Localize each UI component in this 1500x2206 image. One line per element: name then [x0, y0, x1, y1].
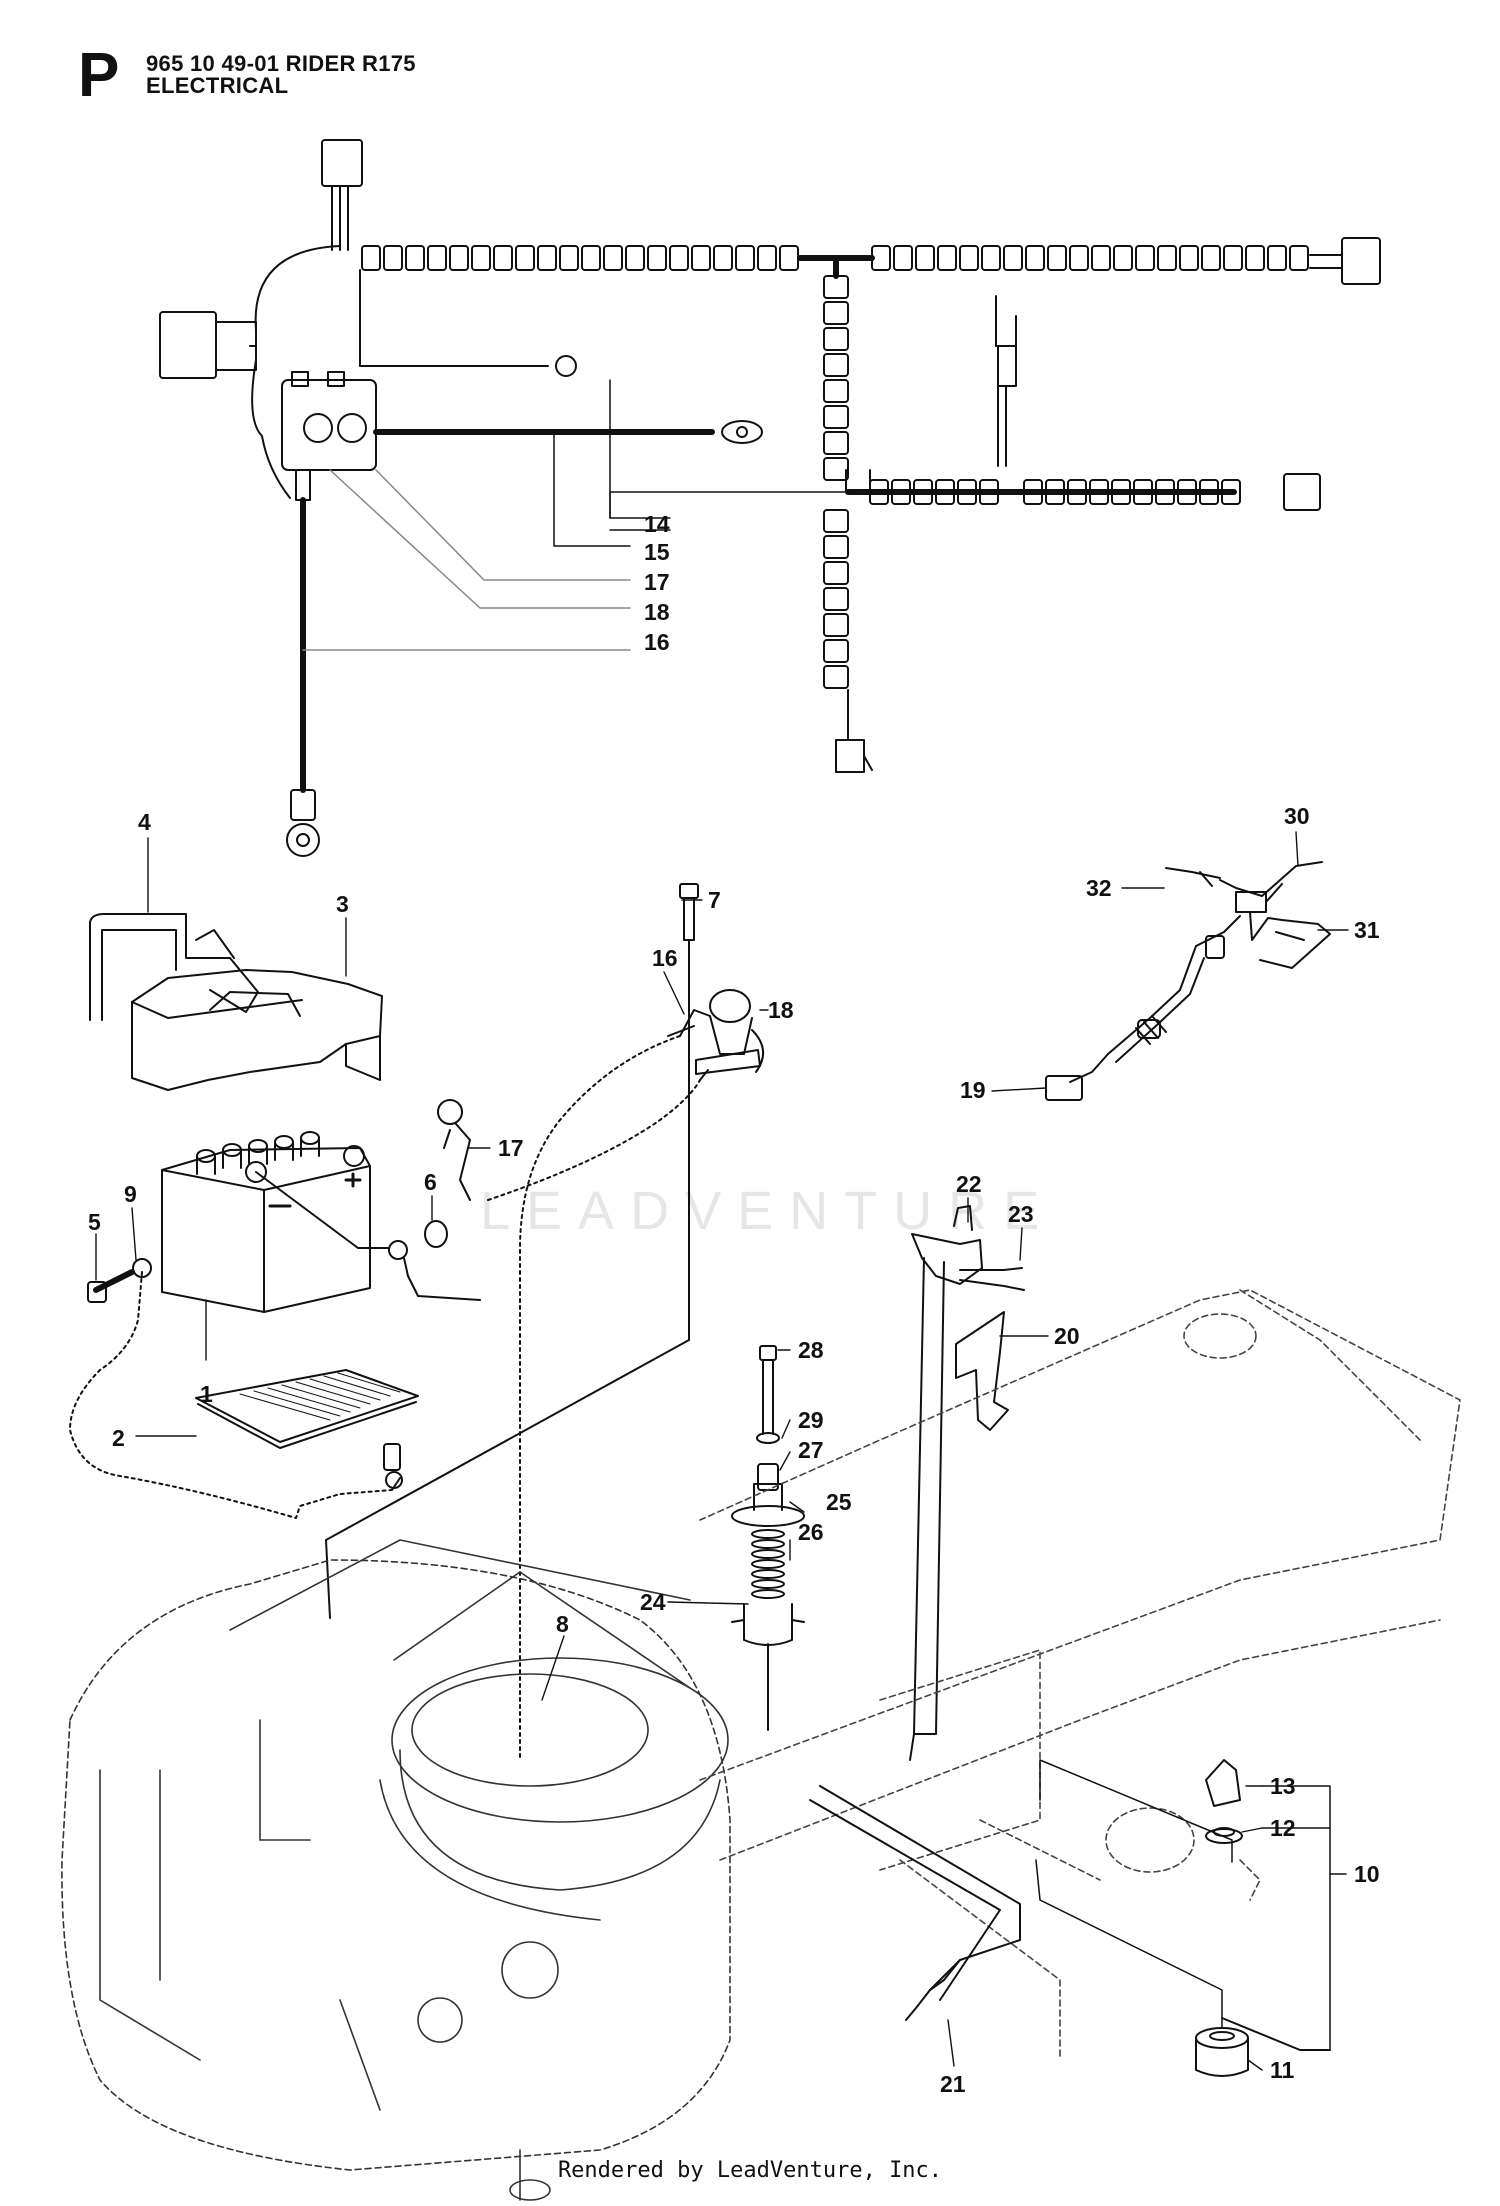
callout-13: 13 [1270, 1773, 1296, 1799]
callout-12: 12 [1270, 1815, 1296, 1841]
callout-28: 28 [798, 1337, 824, 1363]
callout-29: 29 [798, 1407, 824, 1433]
callout-2: 2 [112, 1425, 125, 1451]
callout-9: 9 [124, 1181, 137, 1207]
callout-16-top: 16 [644, 629, 670, 655]
callout-20: 20 [1054, 1323, 1080, 1349]
chassis-frame [699, 1289, 1461, 2061]
callout-8: 8 [556, 1611, 569, 1637]
callout-1: 1 [200, 1381, 213, 1407]
callout-25: 25 [826, 1489, 852, 1515]
bolt-7 [325, 883, 699, 1619]
callout-11: 11 [1270, 2057, 1295, 2083]
callout-19: 19 [960, 1077, 986, 1103]
callout-5: 5 [88, 1209, 101, 1235]
callout-6: 6 [424, 1169, 437, 1195]
callout-15: 15 [644, 539, 670, 565]
battery-assembly [69, 913, 709, 1761]
callout-17-top: 17 [644, 569, 670, 595]
callout-leaders [95, 831, 1349, 2071]
watermark: LEADVENTURE [480, 1181, 1056, 1241]
seat-switch [909, 1205, 1025, 1761]
callout-26: 26 [798, 1519, 824, 1545]
wiring-harness [159, 139, 1381, 857]
callout-16: 16 [652, 945, 678, 971]
callout-labels: 14 15 17 18 16 4 3 7 16 18 17 6 9 5 1 2 … [88, 511, 1380, 2097]
switch-assembly [1045, 861, 1331, 1101]
footer-credit: Rendered by LeadVenture, Inc. [557, 2158, 943, 2183]
callout-14: 14 [644, 511, 670, 537]
engine-outline [61, 1539, 731, 2201]
callout-23: 23 [1008, 1201, 1034, 1227]
model-line: 965 10 49-01 RIDER R175 [146, 51, 416, 76]
callout-30: 30 [1284, 803, 1310, 829]
callout-18: 18 [768, 997, 794, 1023]
callout-18-top: 18 [644, 599, 670, 625]
callout-7: 7 [708, 887, 721, 913]
callout-4: 4 [138, 809, 151, 835]
callout-10: 10 [1354, 1861, 1380, 1887]
actuator-stack [731, 1345, 805, 1731]
callout-31: 31 [1354, 917, 1380, 943]
section-title: ELECTRICAL [146, 73, 289, 98]
callout-32: 32 [1086, 875, 1112, 901]
callout-3: 3 [336, 891, 349, 917]
callout-27: 27 [798, 1437, 824, 1463]
callout-17: 17 [498, 1135, 524, 1161]
sensor-kit [809, 1759, 1347, 2077]
section-letter: P [78, 41, 120, 110]
callout-21: 21 [940, 2071, 966, 2097]
callout-24: 24 [640, 1589, 666, 1615]
callout-22: 22 [956, 1171, 982, 1197]
relay [667, 989, 764, 1075]
